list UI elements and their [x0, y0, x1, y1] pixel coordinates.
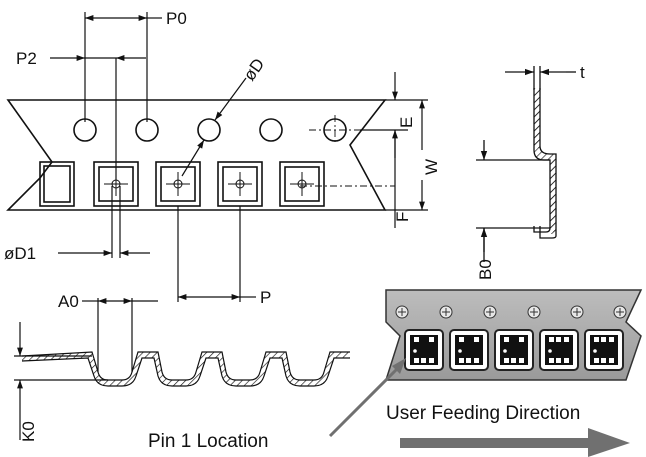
feeding-direction-caption: User Feeding Direction — [386, 403, 580, 424]
tape-side-section — [476, 66, 576, 262]
d1-dimension — [58, 186, 150, 258]
a0-label: A0 — [58, 292, 79, 311]
ewf-dimensions — [360, 72, 428, 228]
p2-label: P2 — [16, 49, 37, 68]
p-label: P — [260, 288, 271, 307]
pin1-location-caption: Pin 1 Location — [148, 431, 268, 452]
feeding-direction-arrow-icon — [400, 428, 630, 457]
photo-sprocket-crosses — [398, 308, 624, 316]
k0-label: K0 — [19, 421, 38, 442]
carrier-tape-top-view — [6, 99, 395, 211]
pin1-pointer-arrow-icon — [328, 358, 406, 438]
t-label: t — [580, 63, 585, 82]
cross-section — [14, 298, 350, 440]
tape-photo — [384, 289, 643, 381]
p0-dimension — [84, 12, 162, 122]
d-leader — [181, 77, 247, 177]
p2-dimension — [50, 55, 146, 180]
e-label: E — [397, 117, 416, 128]
f-label: F — [393, 212, 412, 222]
p-dimension — [177, 206, 256, 302]
pocket-crosshairs — [104, 172, 314, 196]
p0-label: P0 — [166, 9, 187, 28]
d1-label: øD1 — [4, 244, 36, 263]
photo-components — [404, 329, 624, 371]
w-label: W — [422, 159, 441, 175]
b0-label: B0 — [476, 259, 495, 280]
